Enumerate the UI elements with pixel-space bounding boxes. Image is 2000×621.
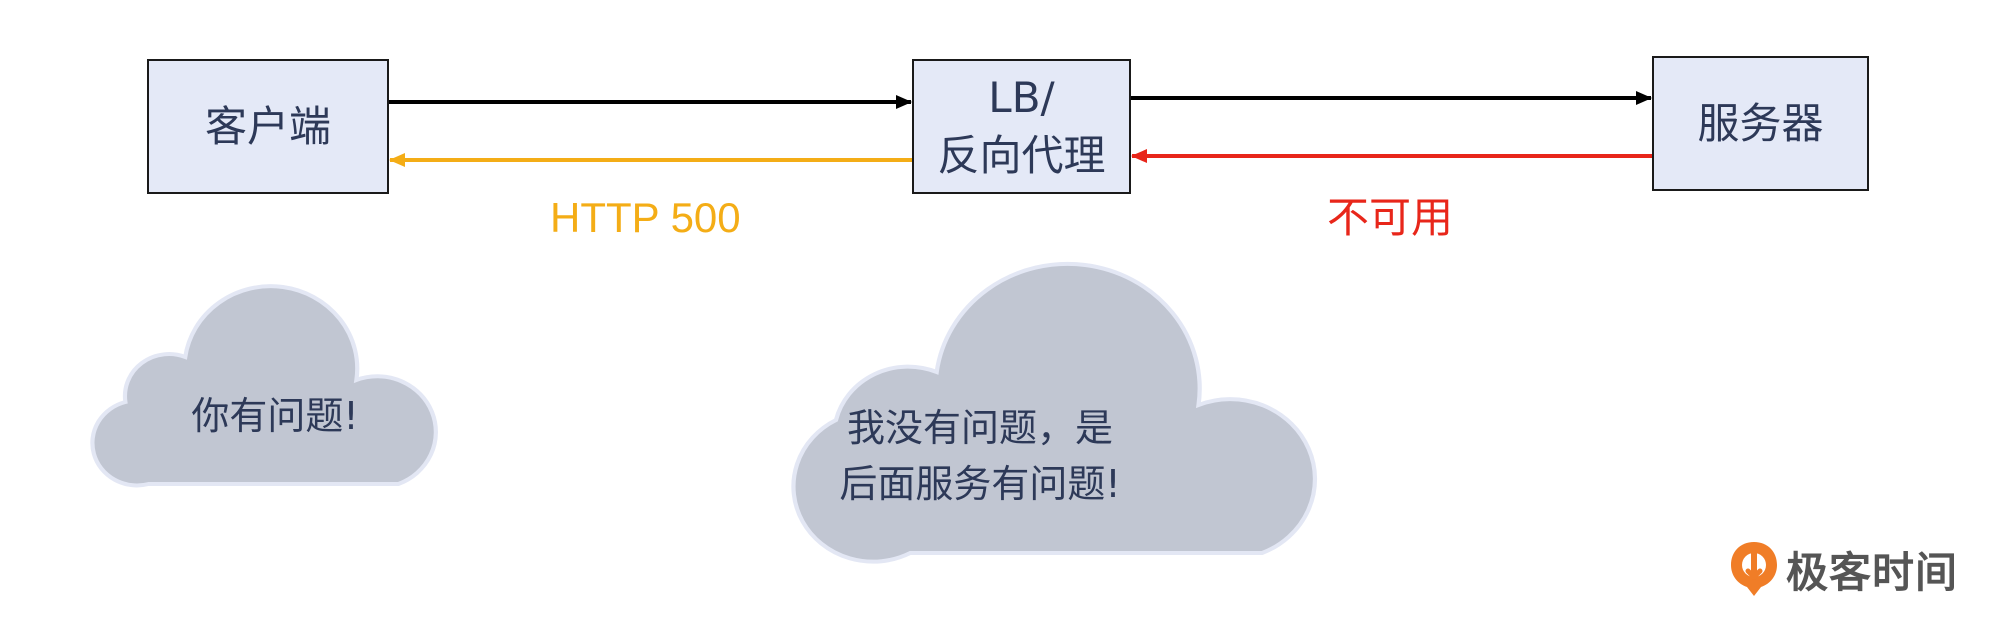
cloud-small-text: 你有问题! bbox=[191, 394, 359, 438]
cloud-large-text: 我没有问题，是 后面服务有问题! bbox=[839, 406, 1121, 506]
geektime-logo: 极客时间 bbox=[1726, 538, 1958, 600]
geektime-logo-icon bbox=[1731, 542, 1777, 596]
client-node: 客户端 bbox=[147, 59, 389, 194]
client-node-label: 客户端 bbox=[204, 101, 331, 151]
lb-node-label: LB/ 反向代理 bbox=[937, 72, 1106, 180]
server-node: 服务器 bbox=[1652, 56, 1869, 191]
server-node-label: 服务器 bbox=[1697, 98, 1824, 148]
cloud-small bbox=[90, 284, 438, 488]
cloud-large bbox=[791, 261, 1318, 564]
http500-label: HTTP 500 bbox=[550, 194, 741, 241]
lb-reverse-proxy-node: LB/ 反向代理 bbox=[912, 59, 1131, 194]
geektime-logo-text: 极客时间 bbox=[1786, 547, 1959, 597]
unavailable-label: 不可用 bbox=[1327, 193, 1454, 242]
